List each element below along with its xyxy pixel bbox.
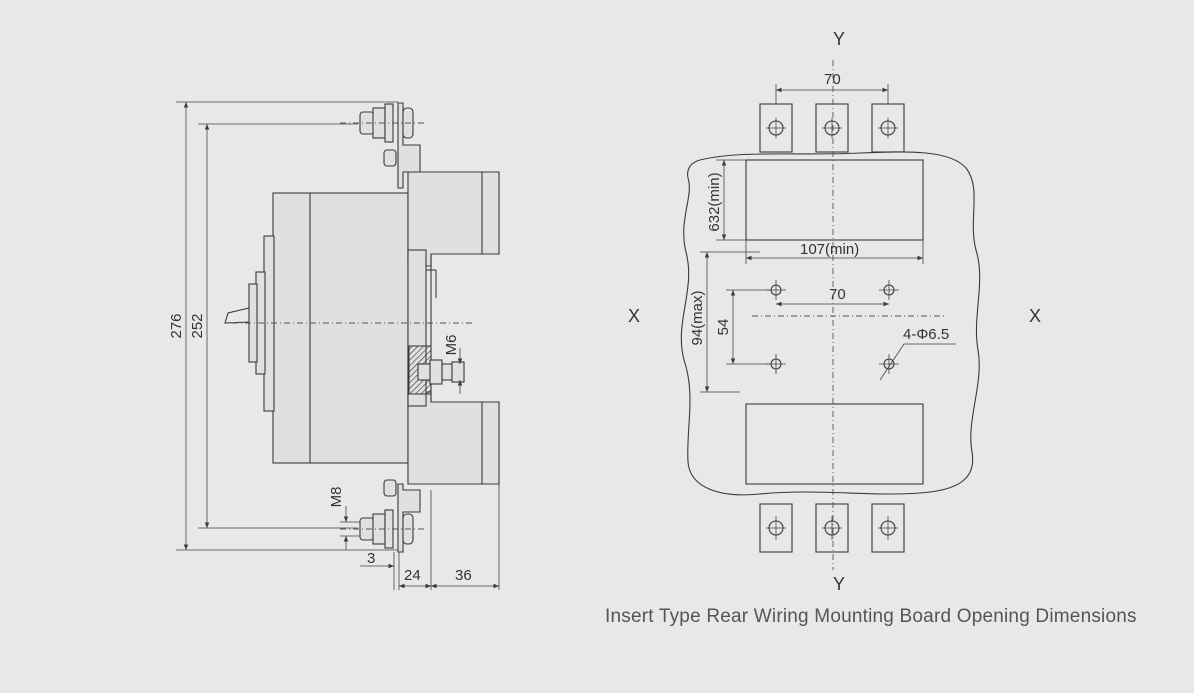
dim-54-label: 54 bbox=[715, 319, 732, 336]
axis-y-bottom: Y bbox=[833, 574, 845, 594]
caption: Insert Type Rear Wiring Mounting Board O… bbox=[605, 606, 1137, 627]
dim-94-label: 94(max) bbox=[689, 290, 706, 345]
opening-bottom bbox=[745, 403, 924, 485]
dim-252-label: 252 bbox=[189, 313, 206, 338]
opening-top bbox=[745, 159, 924, 241]
dim-36-label: 36 bbox=[455, 567, 472, 584]
opening-view: Y Y X X 70 bbox=[628, 29, 1041, 594]
top-terminals bbox=[759, 103, 905, 153]
dim-70-top-label: 70 bbox=[824, 71, 841, 88]
dim-107-label: 107(min) bbox=[800, 241, 859, 258]
axis-y-top: Y bbox=[833, 29, 845, 49]
mounting-board-outline bbox=[680, 151, 981, 496]
axis-x-left: X bbox=[628, 306, 640, 326]
dim-3-label: 3 bbox=[367, 550, 375, 567]
dim-24-label: 24 bbox=[404, 567, 421, 584]
dim-70-mid-label: 70 bbox=[829, 286, 846, 303]
bottom-terminals bbox=[759, 503, 905, 553]
dim-632-label: 632(min) bbox=[706, 172, 723, 231]
holes-label: 4-Φ6.5 bbox=[903, 326, 949, 343]
bottom-bracket bbox=[397, 483, 421, 553]
side-view: 276 252 M8 M6 3 24 36 bbox=[168, 101, 500, 590]
axis-x-right: X bbox=[1029, 306, 1041, 326]
dim-m8-label: M8 bbox=[328, 487, 345, 508]
operating-handle bbox=[224, 307, 250, 324]
dim-276-label: 276 bbox=[168, 313, 185, 338]
dim-m6-label: M6 bbox=[443, 335, 460, 356]
breaker-body bbox=[272, 192, 409, 464]
